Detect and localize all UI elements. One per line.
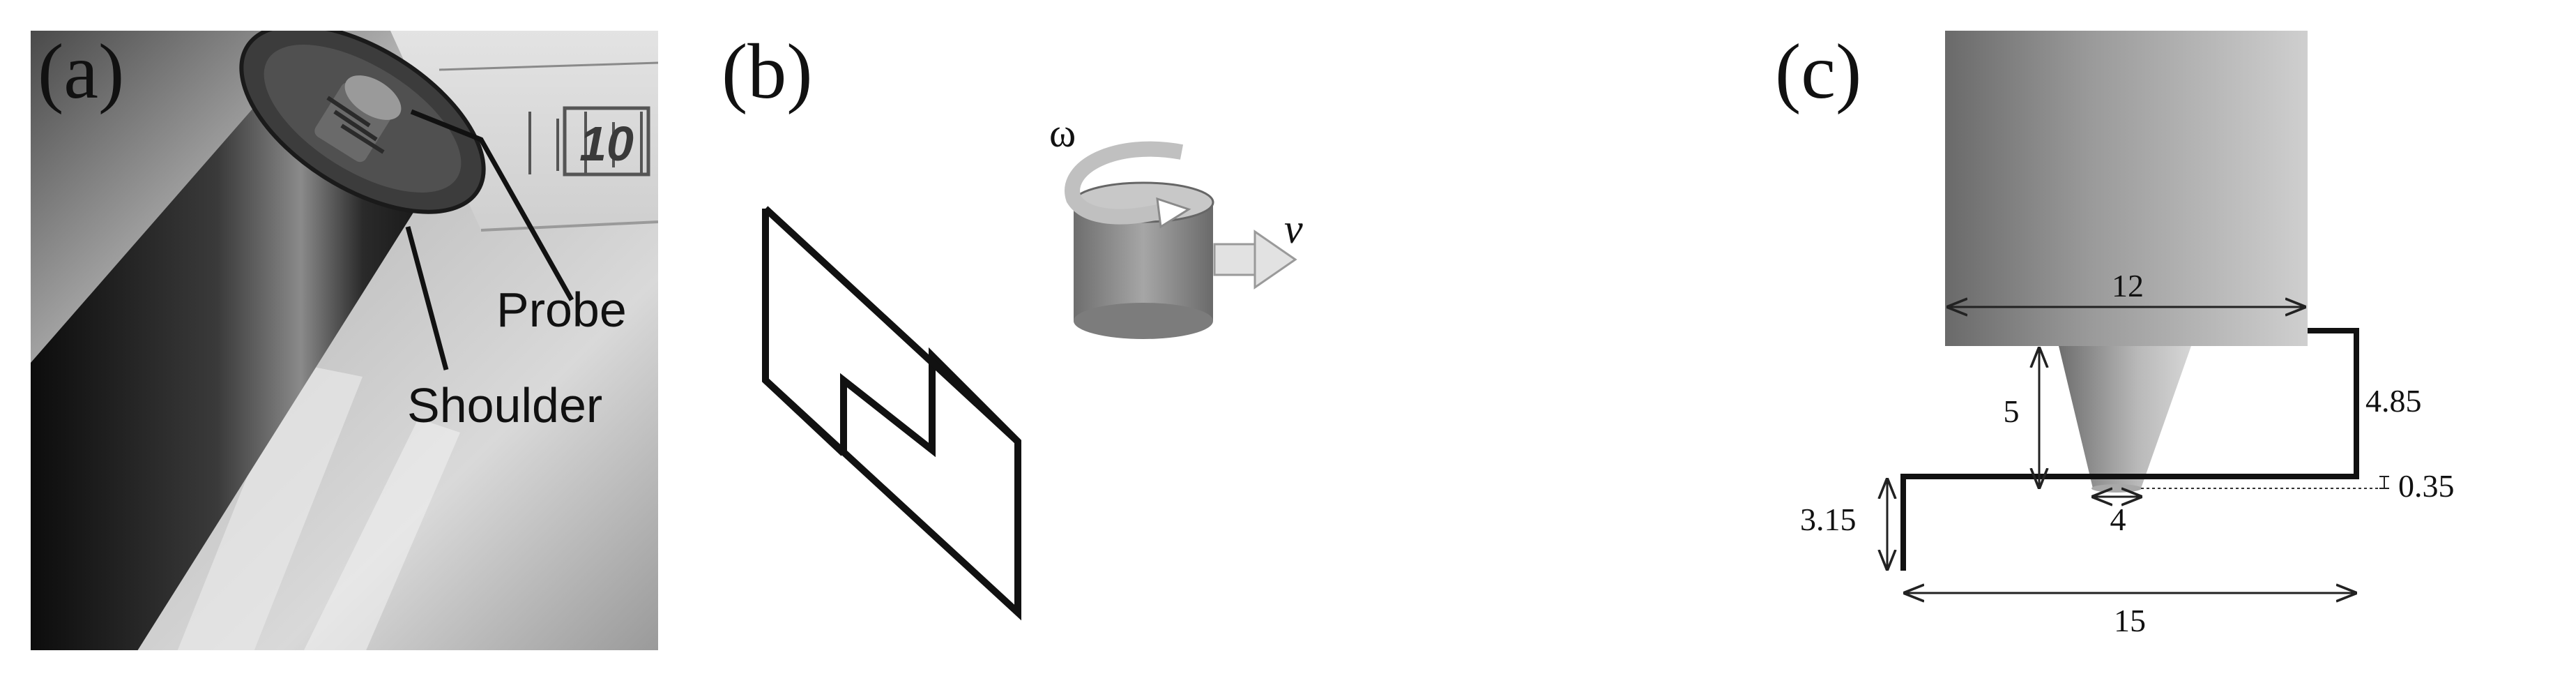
dim-shoulder-diameter: 12 bbox=[2112, 268, 2144, 303]
label-shoulder: Shoulder bbox=[407, 378, 602, 433]
panel-a-photo: 10 bbox=[31, 31, 658, 650]
probe-leader bbox=[410, 109, 574, 301]
probe-pin bbox=[314, 75, 402, 163]
step-profile bbox=[1900, 328, 2359, 571]
dim-plate-depth: 4.85 bbox=[2365, 383, 2422, 419]
panel-b-label: (b) bbox=[722, 29, 813, 115]
label-probe: Probe bbox=[496, 283, 627, 337]
shoulder-leader bbox=[405, 226, 449, 370]
dim-step: 3.15 bbox=[1800, 502, 1857, 537]
velocity-label: v bbox=[1284, 206, 1303, 252]
omega-label: ω bbox=[1049, 110, 1076, 156]
panel-b-schematic bbox=[762, 141, 1579, 621]
dim-probe-tip: 4 bbox=[2110, 502, 2126, 537]
dim-gap: 0.35 bbox=[2398, 468, 2455, 504]
tool-pin bbox=[2059, 346, 2191, 488]
ruler: 10 bbox=[390, 31, 658, 232]
panel-a-label: (a) bbox=[38, 29, 124, 115]
rotation-arrow bbox=[1065, 141, 1184, 225]
panel-c-section bbox=[1701, 31, 2576, 593]
tool-shoulder-body bbox=[1945, 31, 2308, 346]
dim-plate-width: 15 bbox=[2114, 603, 2146, 638]
panel-c-label: (c) bbox=[1775, 29, 1861, 115]
dim-probe-length: 5 bbox=[2004, 393, 2020, 429]
rotating-tool bbox=[1065, 141, 1297, 339]
tool-rod bbox=[31, 31, 486, 650]
travel-arrow bbox=[1213, 230, 1297, 290]
ruler-mark: 10 bbox=[579, 117, 634, 171]
